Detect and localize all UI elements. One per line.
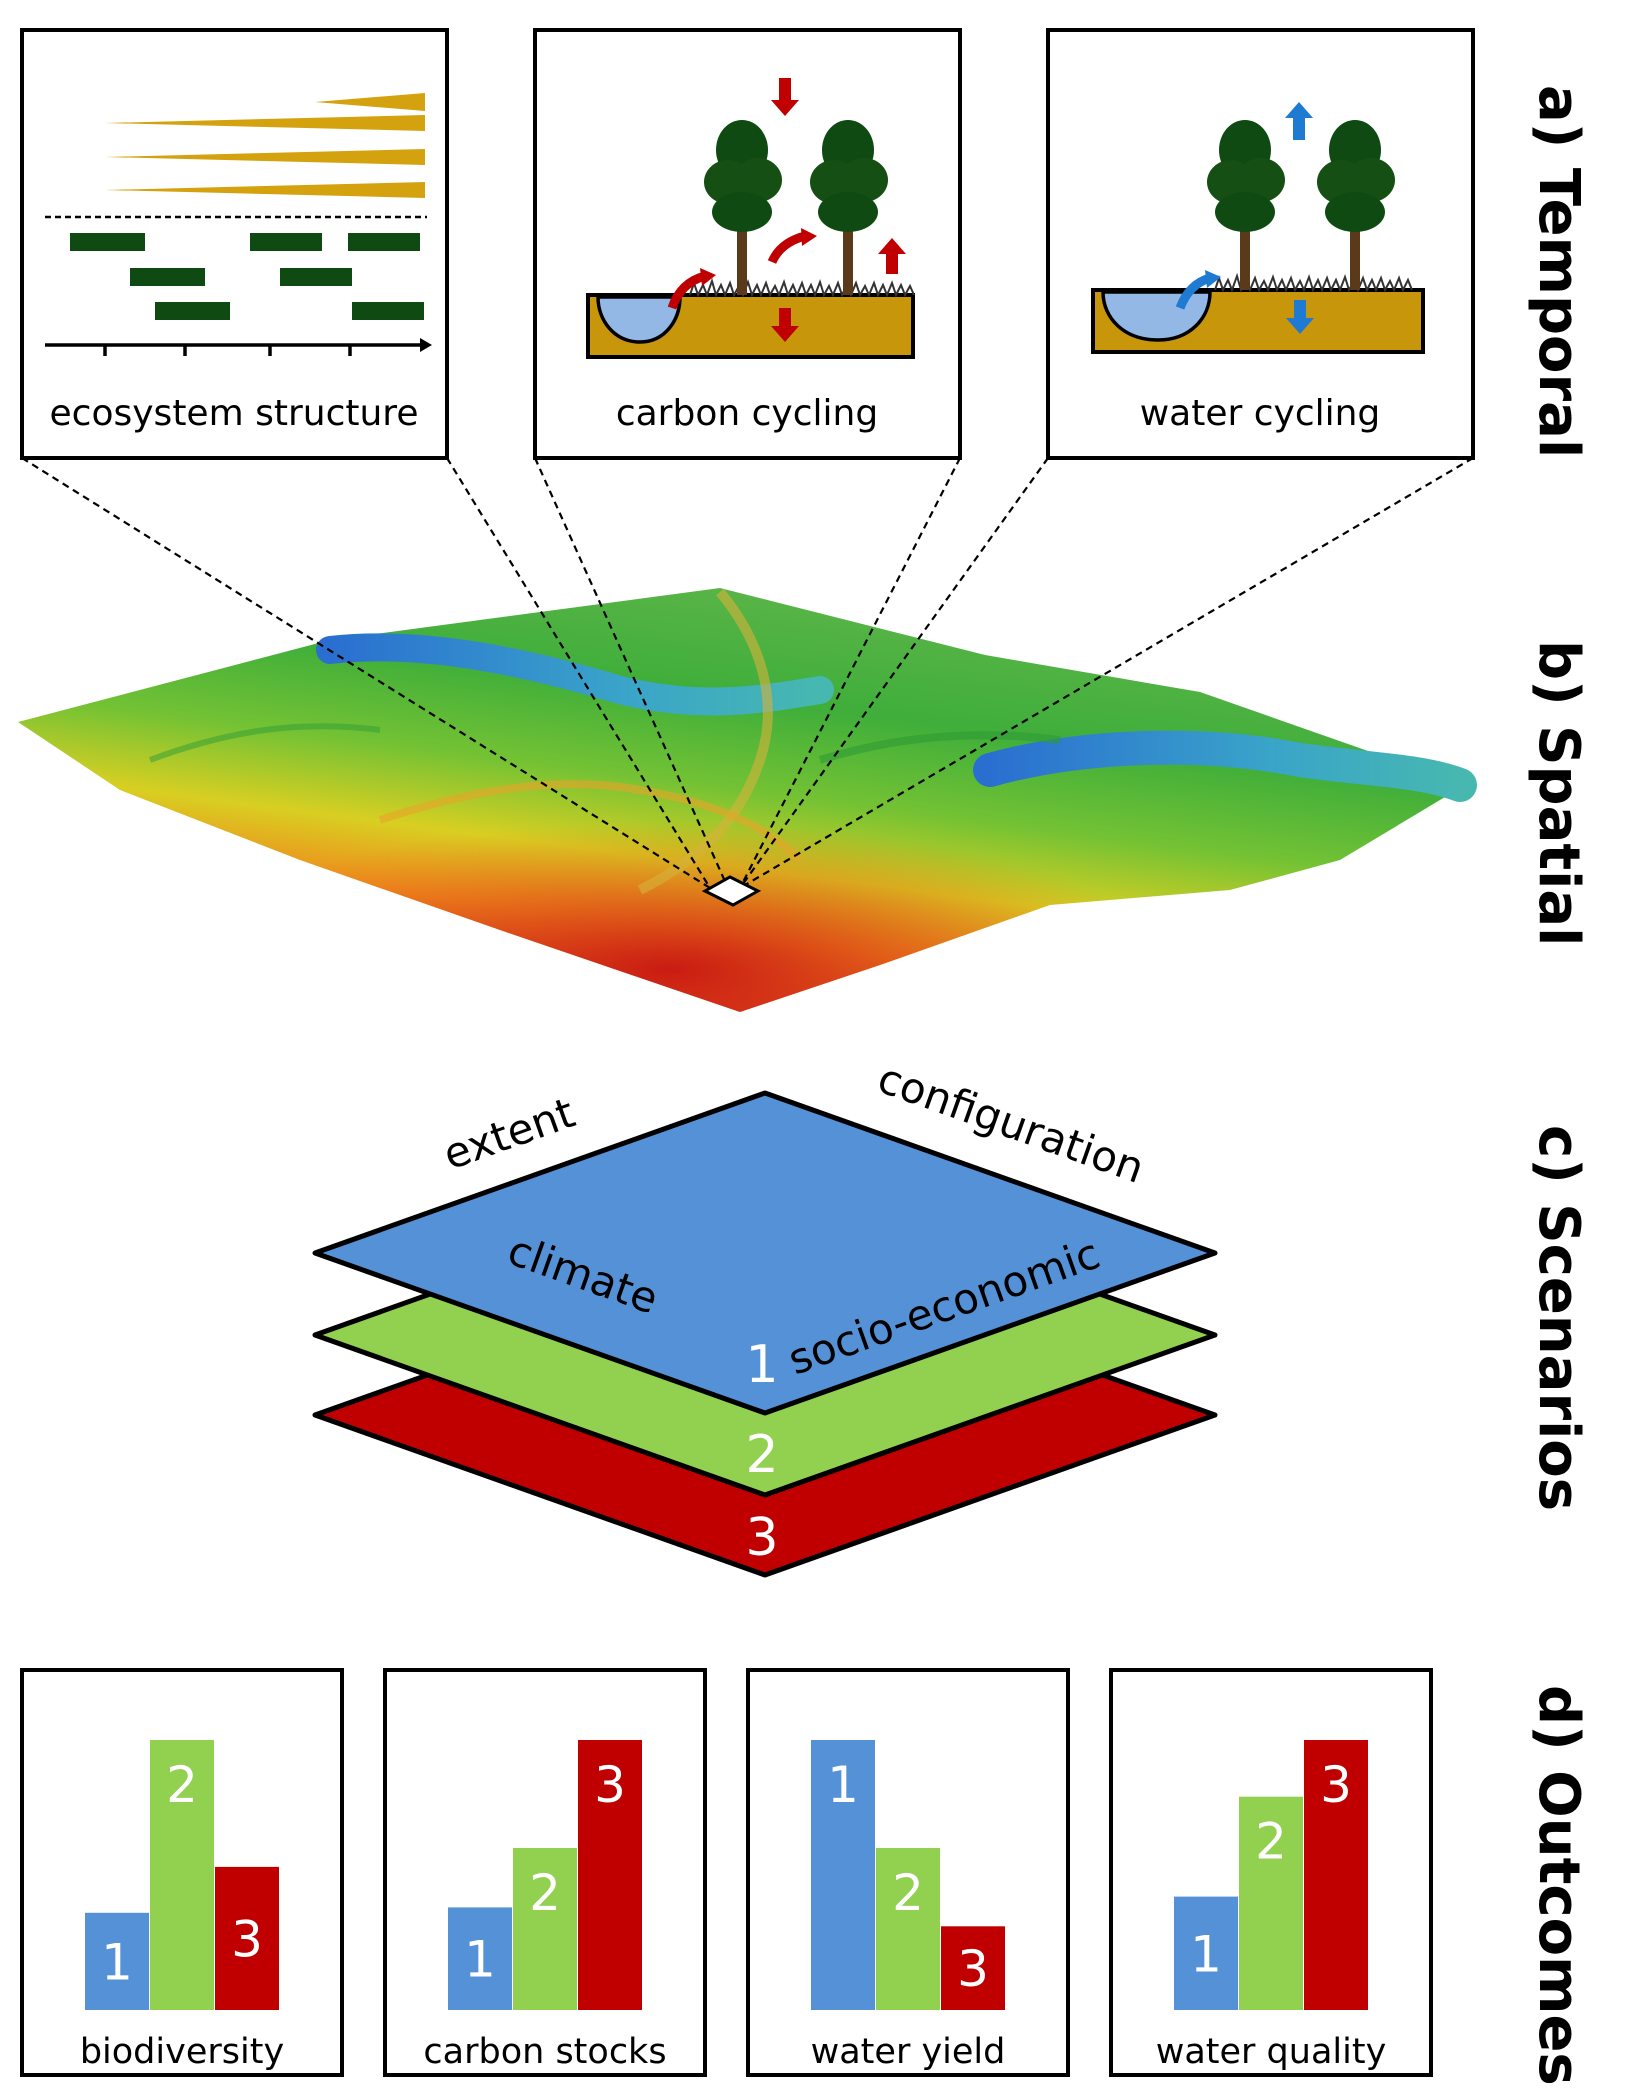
tree-right	[810, 120, 888, 295]
bar-biodiversity-3	[215, 1866, 279, 2010]
outcome-title-biodiversity: biodiversity	[80, 2032, 284, 2072]
bar-water-yield-1	[811, 1740, 875, 2010]
green-bars	[70, 233, 424, 320]
panel-water-cycling: water cycling	[1046, 28, 1475, 460]
outcome-panel-water-quality: 123 water quality	[1109, 1668, 1433, 2077]
outcome-panel-biodiversity: 1 2 3 biodiversity	[20, 1668, 344, 2077]
scenario-layer-1	[312, 1090, 1218, 1416]
bar-water-quality-2	[1239, 1796, 1303, 2010]
bar-water-yield-3	[941, 1926, 1005, 2010]
panel-ecosystem-structure: ecosystem structure	[20, 28, 449, 460]
arrow-curve-tree	[767, 231, 807, 264]
section-label-scenarios: c) Scenarios	[1526, 1125, 1591, 1511]
outcome-panel-carbon-stocks: 123 carbon stocks	[383, 1668, 707, 2077]
bar-water-yield-2	[876, 1848, 940, 2010]
outcome-title-water-quality: water quality	[1156, 2032, 1387, 2072]
section-label-temporal: a) Temporal	[1526, 85, 1591, 458]
bar-label-water-quality-3: 3	[1320, 1756, 1352, 1814]
bar-biodiversity-2	[150, 1740, 214, 2010]
arrow-down-top	[771, 78, 799, 116]
tree-left	[704, 120, 782, 295]
gold-wedges	[105, 93, 425, 198]
scenario-number-1: 1	[745, 1335, 778, 1395]
pond	[596, 295, 682, 344]
scenario-number-3: 3	[745, 1508, 778, 1568]
bar-label-water-yield-2: 2	[892, 1864, 924, 1922]
section-label-outcomes: d) Outcomes	[1526, 1685, 1591, 2086]
focal-plot-marker	[701, 875, 762, 907]
arrow-down-soil	[771, 308, 799, 342]
terrain-map	[18, 588, 1477, 1012]
bar-label-carbon-stocks-1: 1	[464, 1931, 496, 1989]
time-axis-arrowhead	[420, 338, 432, 352]
outcome-title-carbon-stocks: carbon stocks	[423, 2032, 666, 2072]
section-label-spatial: b) Spatial	[1526, 640, 1591, 946]
bar-label-water-yield-3: 3	[957, 1940, 989, 1998]
bar-label-carbon-stocks-3: 3	[594, 1756, 626, 1814]
bar-label-carbon-stocks-2: 2	[529, 1864, 561, 1922]
bar-water-quality-3	[1304, 1740, 1368, 2010]
bar-carbon-stocks-3	[578, 1740, 642, 2010]
outcome-title-water-yield: water yield	[811, 2032, 1006, 2072]
bar-label-water-quality-1: 1	[1190, 1925, 1222, 1983]
outcome-panel-water-yield: 123 water yield	[746, 1668, 1070, 2077]
arrow-up-top	[1285, 102, 1313, 140]
arrow-down-soil	[1286, 300, 1314, 334]
tree-left	[1207, 120, 1285, 290]
panel-carbon-cycling: carbon cycling	[533, 28, 962, 460]
panel-label-water: water cycling	[1140, 393, 1381, 434]
bar-biodiversity-1	[85, 1912, 149, 2010]
bar-label-water-quality-2: 2	[1255, 1813, 1287, 1871]
bar-water-quality-1	[1174, 1896, 1238, 2010]
bar-label-biodiversity-1: 1	[101, 1933, 133, 1991]
bar-label-biodiversity-2: 2	[166, 1756, 198, 1814]
bar-carbon-stocks-1	[448, 1907, 512, 2010]
panel-label-carbon: carbon cycling	[616, 393, 878, 434]
arrow-up-right	[878, 238, 906, 274]
scenario-number-2: 2	[745, 1425, 778, 1485]
bar-carbon-stocks-2	[513, 1848, 577, 2010]
carbon-flux-arrows	[667, 78, 906, 342]
bar-label-water-yield-1: 1	[827, 1756, 859, 1814]
tree-right	[1317, 120, 1395, 290]
grass	[689, 277, 915, 298]
scenario-stack: 1 2 3 climate socio-economic extent conf…	[312, 1053, 1218, 1578]
bar-label-biodiversity-3: 3	[231, 1910, 263, 1968]
projection-lines	[21, 457, 1474, 889]
time-axis	[45, 343, 420, 356]
water-flux-arrows	[1175, 102, 1314, 334]
panel-label-ecosystem: ecosystem structure	[50, 393, 419, 434]
